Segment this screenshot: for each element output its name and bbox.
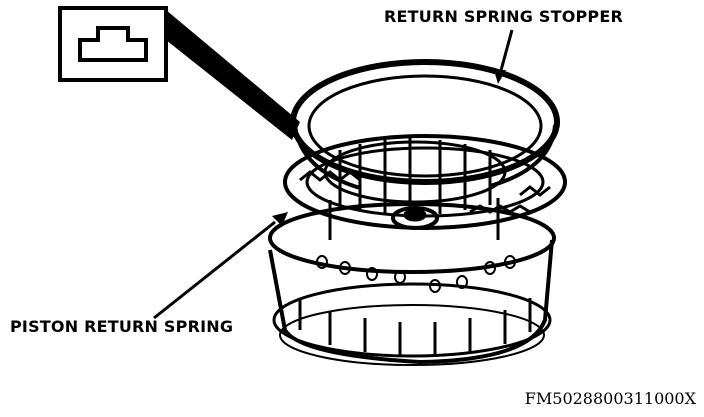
piston-return-spring-label: PISTON RETURN SPRING [10, 317, 234, 336]
inset-callout-wedge [166, 10, 300, 140]
return-spring-stopper-label: RETURN SPRING STOPPER [384, 7, 623, 26]
leader-arrow-piston [272, 212, 288, 226]
leader-arrow-stopper [494, 70, 506, 84]
connector-shape-icon [78, 26, 148, 62]
leader-line-piston [153, 220, 276, 320]
piston-return-spring [268, 198, 556, 366]
leader-line-stopper [498, 29, 514, 75]
toothed-plate [283, 134, 567, 230]
inset-detail-box [58, 6, 300, 140]
figure-code: FM5028800311000X [524, 389, 696, 408]
return-spring-stopper [290, 59, 560, 190]
